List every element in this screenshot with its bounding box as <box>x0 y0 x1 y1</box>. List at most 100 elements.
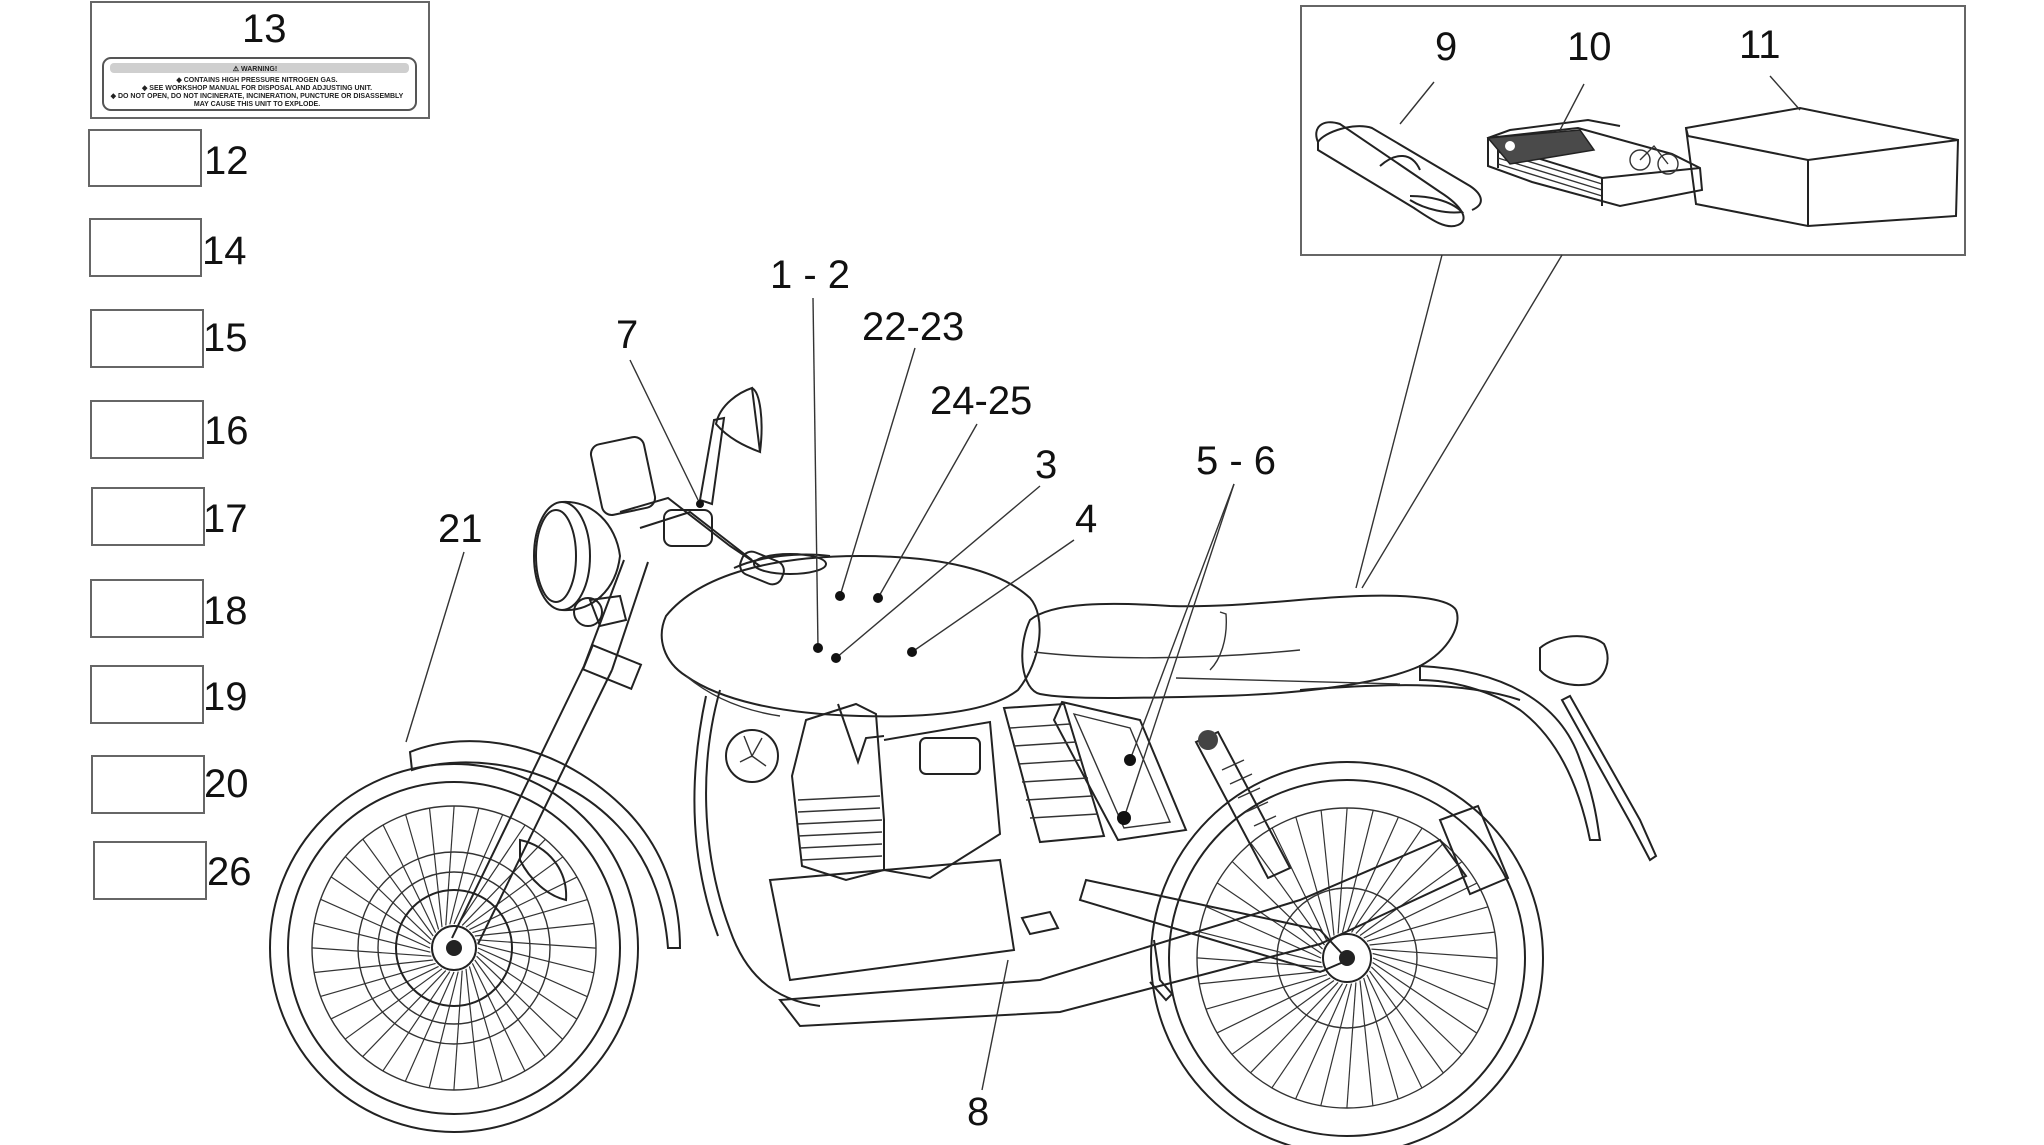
decal-20: 20 <box>91 755 249 814</box>
spoke <box>1351 827 1423 933</box>
spoke <box>1363 977 1399 1100</box>
spoke <box>1359 980 1374 1106</box>
spoke <box>1355 842 1444 935</box>
spoke <box>1337 807 1348 934</box>
spoke <box>476 939 597 949</box>
callout-12: 12 <box>204 139 249 183</box>
spoke <box>311 947 432 957</box>
license-bracket <box>1560 694 1658 862</box>
front-brake-caliper <box>519 838 568 902</box>
spoke <box>1341 810 1374 933</box>
spoke <box>453 814 504 925</box>
spoke <box>477 951 578 1020</box>
callout-26: 26 <box>207 850 252 894</box>
decal-19: 19 <box>90 665 248 724</box>
callout-20: 20 <box>204 762 249 806</box>
document-envelope-icon <box>1684 75 1960 228</box>
callout-18: 18 <box>203 589 248 633</box>
callout-14: 14 <box>202 229 247 273</box>
spoke <box>428 808 443 928</box>
inset-leader-right <box>1361 254 1563 589</box>
spoke <box>477 947 588 998</box>
spoke <box>330 965 439 1020</box>
spoke <box>1231 861 1324 950</box>
spoke <box>469 876 578 931</box>
callout-4: 4 <box>1075 497 1097 541</box>
spoke <box>1216 977 1331 1034</box>
callout-16: 16 <box>204 409 249 453</box>
callout-19: 19 <box>203 675 248 719</box>
decal-15: 15 <box>90 309 248 368</box>
spoke <box>344 856 432 941</box>
spoke <box>474 959 546 1058</box>
engine-badge <box>725 729 779 783</box>
spoke <box>1372 957 1489 1010</box>
spoke <box>428 971 459 1088</box>
spoke <box>1371 948 1498 959</box>
engine <box>725 702 1016 982</box>
spoke <box>1295 983 1348 1100</box>
owners-manual-icon <box>1486 83 1704 208</box>
handlebar-assembly <box>589 386 785 586</box>
exhaust-muffler-tip <box>1438 804 1510 896</box>
callout-9: 9 <box>1435 25 1457 69</box>
fork-left <box>451 665 585 939</box>
seat <box>1021 594 1459 699</box>
spoke <box>1250 981 1339 1074</box>
spoke <box>476 955 564 1040</box>
spoke <box>1346 982 1357 1109</box>
spoke <box>1346 816 1399 933</box>
spoke <box>404 971 455 1082</box>
swingarm <box>1078 878 1350 974</box>
air-box <box>1002 702 1106 844</box>
warning-line-1: ◆ CONTAINS HIGH PRESSURE NITROGEN GAS. <box>175 77 337 84</box>
spoke <box>1359 861 1463 936</box>
callout-17: 17 <box>203 497 248 541</box>
spoke <box>449 808 480 925</box>
spoke <box>1369 970 1444 1074</box>
spoke <box>1271 827 1328 942</box>
spoke <box>362 970 447 1058</box>
warning-line-2: ◆ SEE WORKSHOP MANUAL FOR DISPOSAL AND A… <box>141 85 372 92</box>
spoke <box>1271 983 1343 1089</box>
callout-21: 21 <box>438 507 483 551</box>
tool-kit-roll-icon <box>1315 81 1482 228</box>
rear-fender <box>1175 664 1602 841</box>
decal-14: 14 <box>89 218 247 277</box>
decal-13-warning-box: 13 ⚠ WARNING! ◆ CONTAINS HIGH PRESSURE N… <box>90 1 430 119</box>
spoke <box>320 962 436 997</box>
callout-13: 13 <box>242 7 287 51</box>
spoke <box>1320 983 1353 1106</box>
callout-15: 15 <box>203 316 248 360</box>
spoke <box>1199 970 1325 985</box>
spoke <box>453 970 463 1091</box>
side-stand <box>1149 939 1174 1002</box>
spoke <box>362 838 434 937</box>
spoke <box>1372 962 1478 1034</box>
spoke <box>344 968 443 1040</box>
spoke <box>445 805 455 926</box>
decal-26: 26 <box>93 841 252 900</box>
headlight <box>533 500 628 628</box>
exhaust-header <box>705 689 821 1007</box>
spoke <box>405 814 440 930</box>
spoke <box>468 966 503 1082</box>
spoke <box>320 898 431 949</box>
callout-24-25: 24-25 <box>930 379 1032 423</box>
spoke <box>465 968 480 1088</box>
spoke <box>1366 906 1489 942</box>
spoke <box>314 922 431 953</box>
callout-8: 8 <box>967 1090 989 1134</box>
rear-wheel-spokes <box>1196 807 1498 1109</box>
footpeg <box>1020 910 1060 936</box>
spoke <box>472 899 588 934</box>
callout-22-23: 22-23 <box>862 305 964 349</box>
spoke <box>1320 810 1335 936</box>
leader-lines <box>405 297 1235 1091</box>
callout-1-2: 1 - 2 <box>770 253 850 297</box>
callout-5-6: 5 - 6 <box>1196 439 1276 483</box>
spoke <box>1363 882 1478 939</box>
spoke <box>1205 974 1328 1010</box>
warning-heading: ⚠ WARNING! <box>233 65 277 73</box>
